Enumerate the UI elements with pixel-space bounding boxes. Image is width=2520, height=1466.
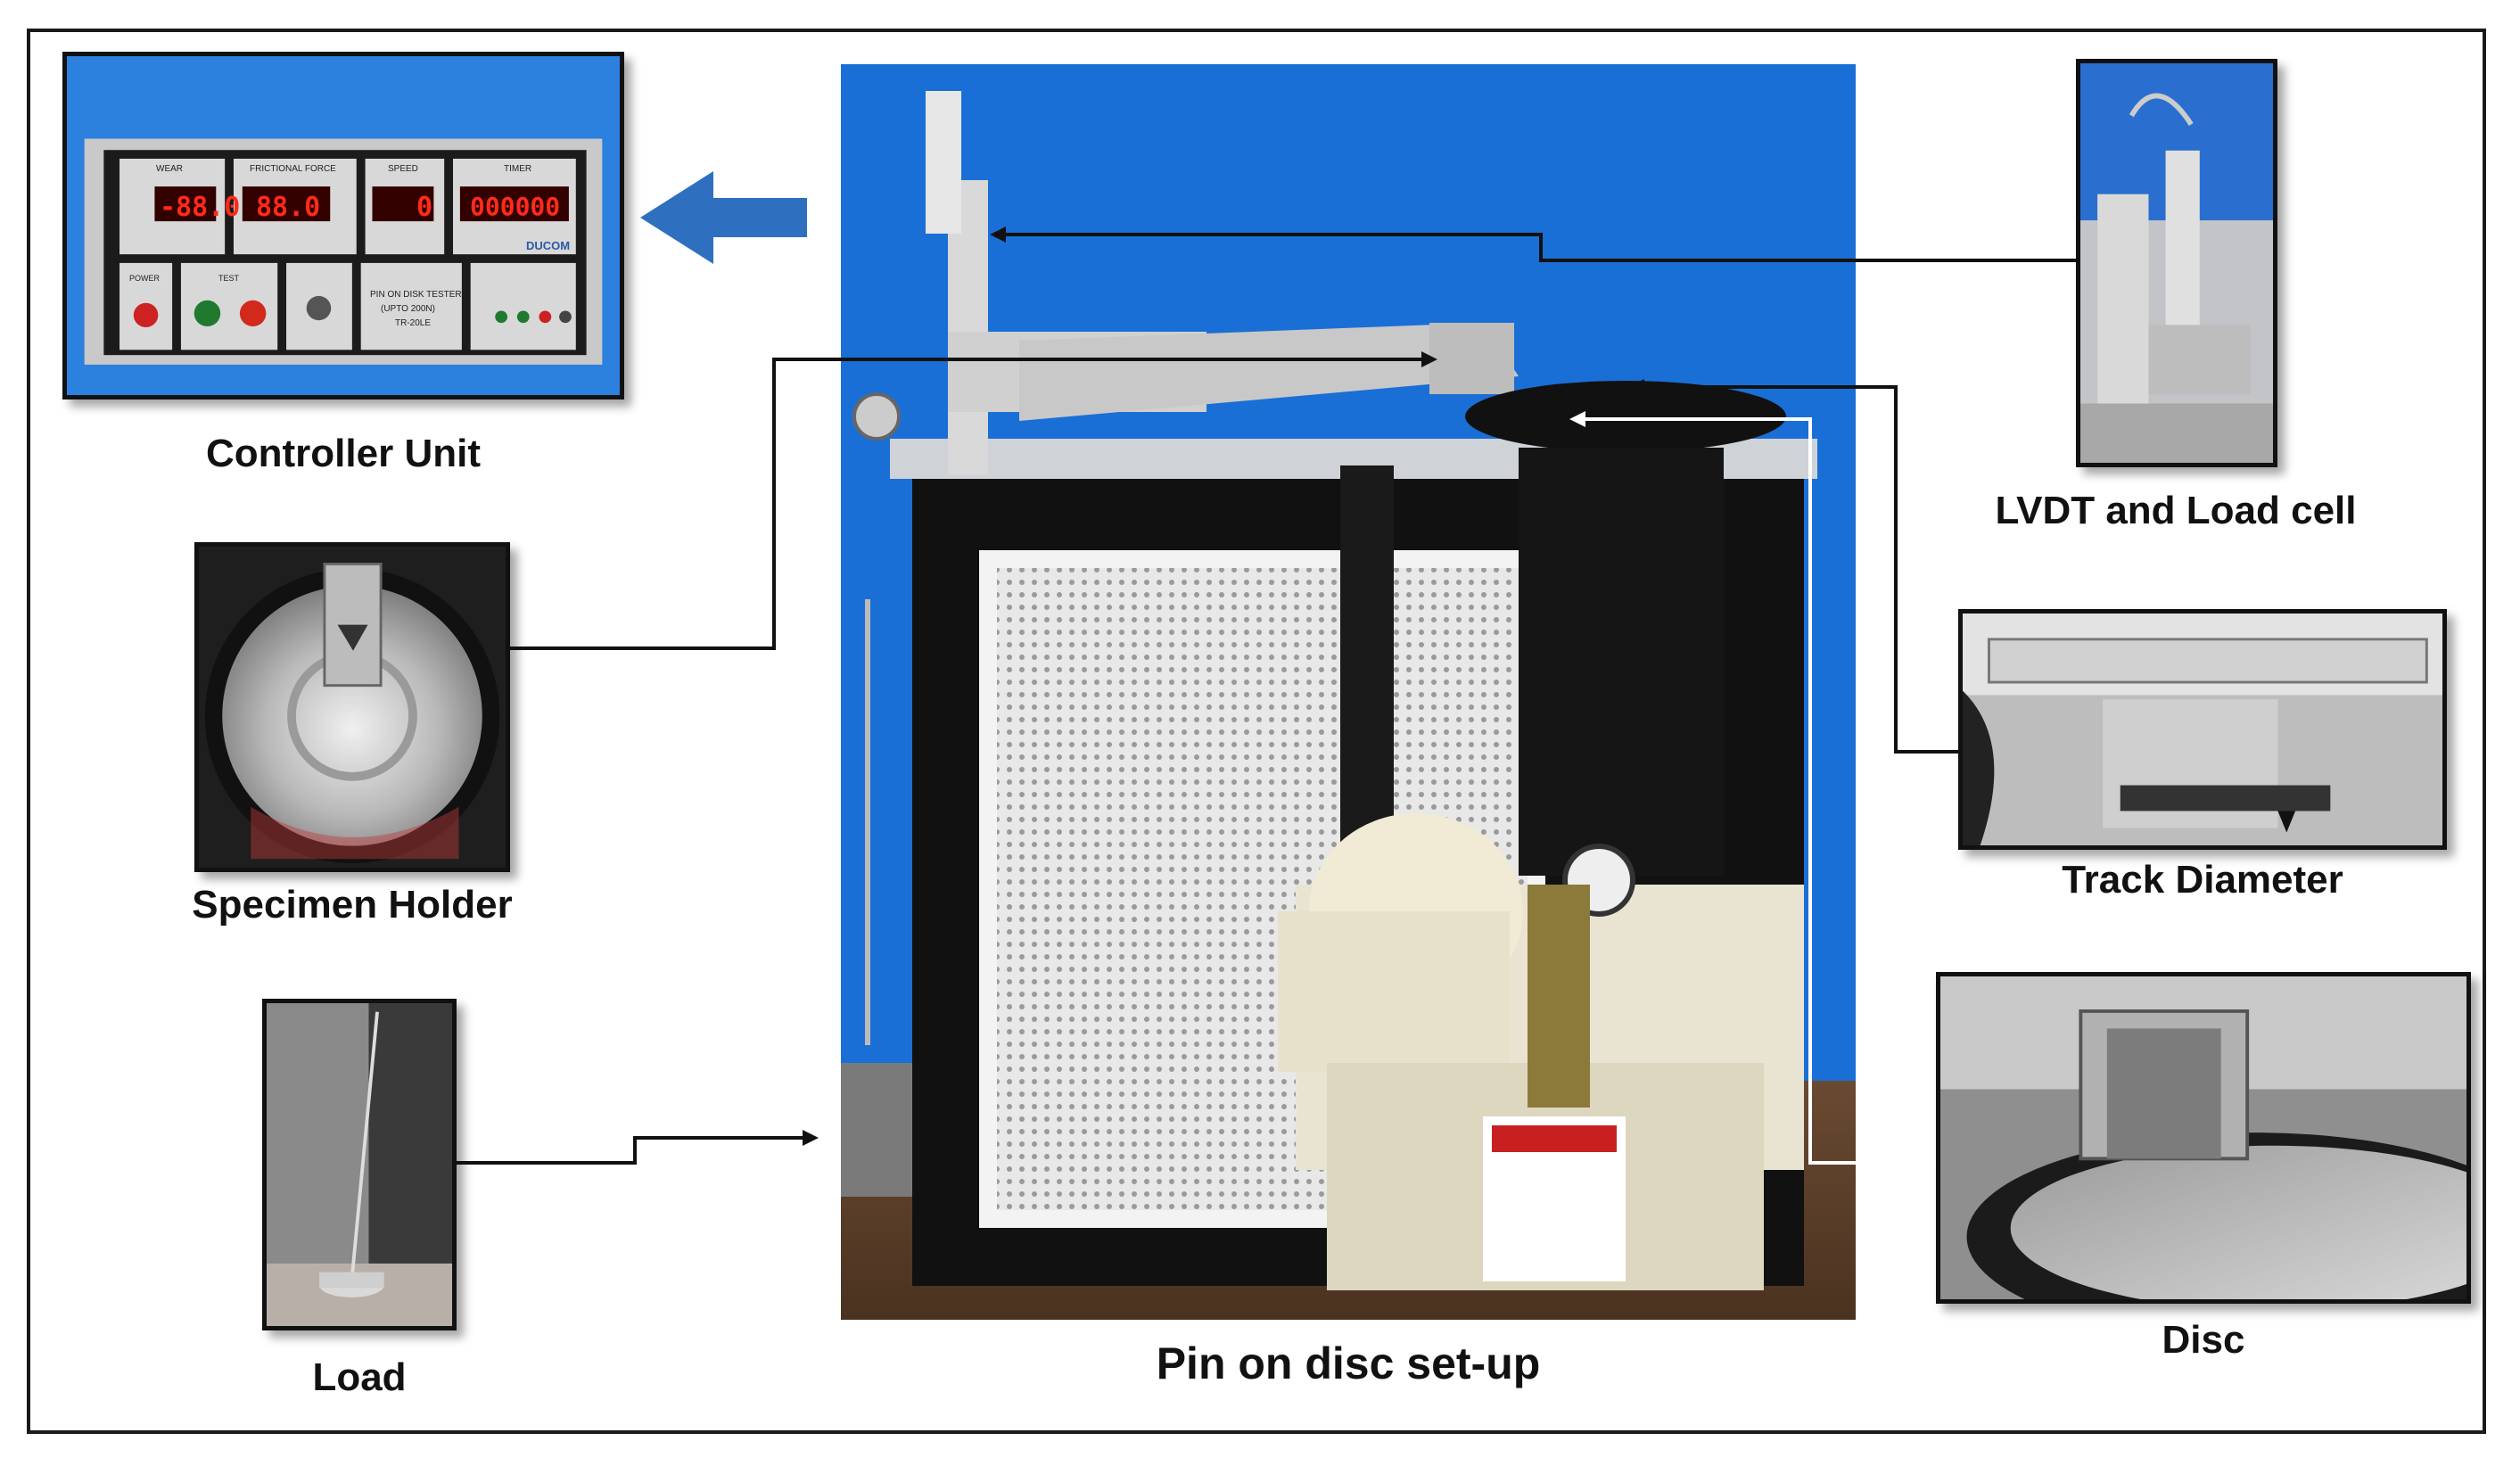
track-diameter-photo	[1958, 609, 2447, 850]
load-photo	[262, 999, 457, 1330]
timer-display: 000000	[470, 192, 561, 221]
frictional-force-label: FRICTIONAL FORCE	[250, 164, 336, 174]
lvdt-load-cell-photo	[2076, 59, 2277, 467]
pin-on-disc-setup-photo	[841, 64, 1856, 1320]
caption-disc: Disc	[2162, 1318, 2245, 1362]
tester-text-1: PIN ON DISK TESTER	[370, 290, 462, 300]
caption-lvdt-load-cell: LVDT and Load cell	[1995, 489, 2357, 532]
disc-photo	[1936, 972, 2471, 1304]
timer-label: TIMER	[504, 164, 532, 174]
brand-logo: DUCOM	[526, 239, 571, 252]
controller-unit-photo: WEAR FRICTIONAL FORCE SPEED TIMER -88.0 …	[62, 52, 624, 399]
specimen-holder-photo	[194, 542, 510, 872]
caption-track-diameter: Track Diameter	[2062, 858, 2343, 902]
wear-label: WEAR	[156, 164, 183, 174]
power-label: POWER	[129, 274, 161, 283]
speed-display: 0	[416, 192, 433, 223]
figure-frame	[27, 29, 2486, 1434]
caption-load: Load	[312, 1355, 407, 1399]
wear-display: -88.0	[160, 192, 241, 223]
speed-label: SPEED	[388, 164, 418, 174]
tester-text-3: TR-20LE	[395, 318, 432, 328]
caption-specimen-holder: Specimen Holder	[192, 883, 513, 927]
frictional-force-display: 88.0	[256, 192, 321, 223]
caption-controller-unit: Controller Unit	[206, 432, 481, 475]
test-label: TEST	[218, 274, 240, 283]
tester-text-2: (UPTO 200N)	[381, 304, 435, 314]
caption-pin-on-disc-setup: Pin on disc set-up	[1156, 1338, 1541, 1388]
